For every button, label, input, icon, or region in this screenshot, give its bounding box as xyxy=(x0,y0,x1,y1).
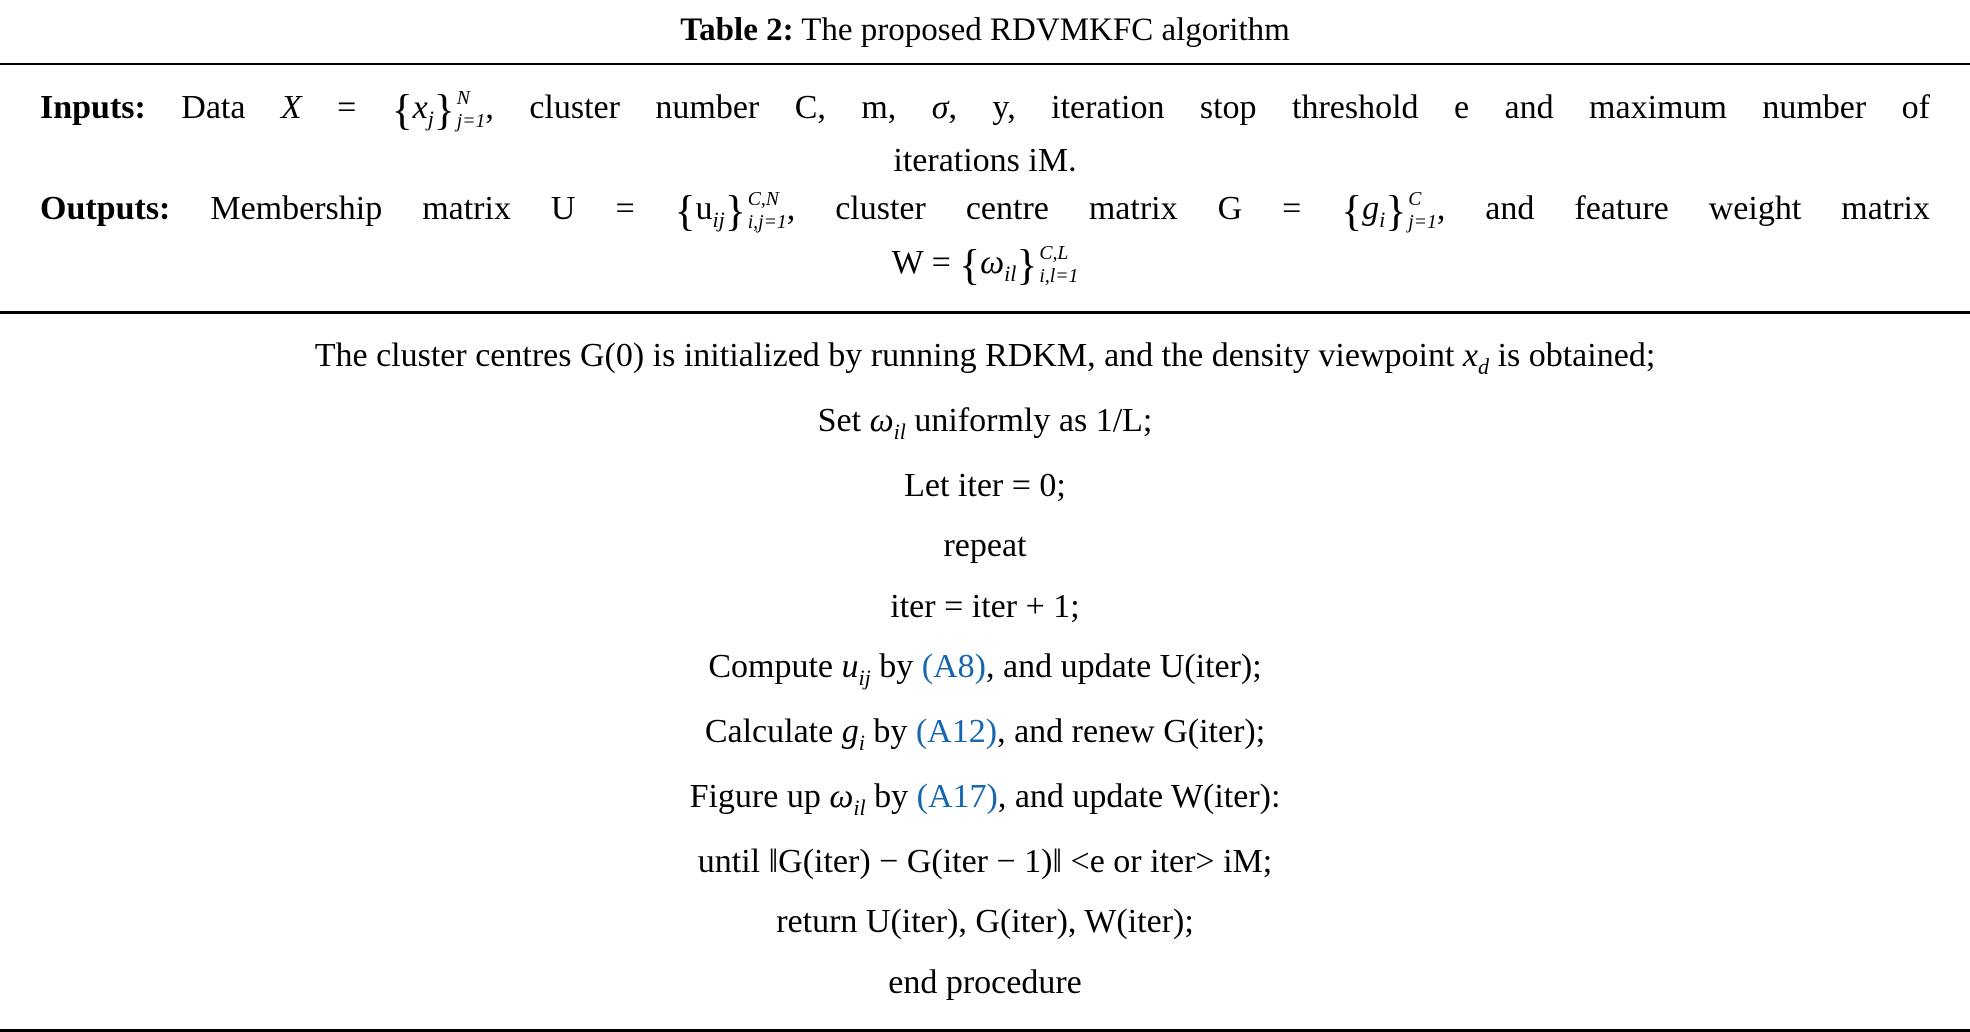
left-brace: { xyxy=(1341,186,1363,235)
left-brace: { xyxy=(959,241,981,290)
algo-line-return: return U(iter), G(iter), W(iter); xyxy=(776,903,1194,941)
math-var: g xyxy=(841,712,859,750)
text-run: , and update W(iter): xyxy=(997,778,1281,815)
algo-line-repeat: repeat xyxy=(943,527,1027,565)
right-brace: } xyxy=(1385,186,1407,235)
subscript: i,j=1 xyxy=(747,210,787,233)
math-var-X: X xyxy=(280,89,302,127)
text-run: , and update U(iter); xyxy=(985,647,1262,685)
text-run: Membership matrix U = xyxy=(170,189,675,227)
subscript: i,l=1 xyxy=(1039,265,1079,288)
superscript: N xyxy=(456,87,470,109)
text-run: is obtained; xyxy=(1489,336,1656,374)
text-run: Data xyxy=(145,89,281,127)
math-var-subscript: d xyxy=(1478,353,1490,379)
table-caption: Table 2: The proposed RDVMKFC algorithm xyxy=(0,0,1970,63)
right-brace: } xyxy=(1016,241,1038,290)
subscript: j=1 xyxy=(1408,210,1437,233)
text-run: The cluster centres G(0) is initialized … xyxy=(314,336,1463,374)
math-base-subscript: ij xyxy=(712,206,725,232)
algo-line-init: The cluster centres G(0) is initialized … xyxy=(40,337,1930,380)
table-caption-label: Table 2: xyxy=(680,12,794,48)
text-run: , and renew G(iter); xyxy=(997,712,1266,750)
superscript: C,N xyxy=(747,187,779,210)
subscript: j=1 xyxy=(456,110,486,133)
text-run: , y, iteration stop threshold e and maxi… xyxy=(948,89,1930,127)
text-run: W = xyxy=(891,244,960,282)
top-rule xyxy=(0,63,1970,65)
left-brace: { xyxy=(674,186,696,235)
equation-ref-link-A8[interactable]: (A8) xyxy=(921,647,986,685)
algo-line-let-iter: Let iter = 0; xyxy=(904,466,1066,504)
equation-ref-link-A17[interactable]: (A17) xyxy=(916,778,998,815)
middle-rule xyxy=(0,310,1970,314)
algo-line-until-condition: until ‖G(iter) − G(iter − 1)‖ <e or iter… xyxy=(697,843,1273,881)
math-base-subscript: j xyxy=(427,105,434,131)
text-run: by xyxy=(865,778,917,815)
text-run: , and feature weight matrix xyxy=(1436,189,1931,227)
math-var-subscript: il xyxy=(853,794,866,820)
text-run: uniformly as 1/L; xyxy=(905,401,1153,439)
math-base: g xyxy=(1362,189,1380,227)
text-run: Set xyxy=(817,401,870,439)
algorithm-body: The cluster centres G(0) is initialized … xyxy=(0,314,1970,1029)
text-run: Calculate xyxy=(704,712,842,750)
right-brace: } xyxy=(433,86,455,135)
right-brace: } xyxy=(724,186,746,235)
math-var: u xyxy=(841,647,859,685)
math-base: ω xyxy=(980,244,1005,282)
math-base-subscript: i xyxy=(1379,206,1386,232)
math-var-subscript: i xyxy=(858,729,865,755)
algo-line-end-procedure: end procedure xyxy=(888,963,1082,1001)
outputs-label: Outputs: xyxy=(40,189,171,227)
inputs-line-2: iterations iM. xyxy=(893,141,1077,179)
text-run: , cluster centre matrix G = xyxy=(786,189,1342,227)
math-base: u xyxy=(695,189,713,227)
math-var: ω xyxy=(869,401,894,439)
text-run: Compute xyxy=(708,647,842,685)
superscript: C,L xyxy=(1039,242,1069,265)
math-var: x xyxy=(1462,336,1479,374)
algo-line-iter-increment: iter = iter + 1; xyxy=(890,587,1080,625)
inputs-label: Inputs: xyxy=(40,89,146,127)
text-run: , cluster number C, m, xyxy=(485,89,932,127)
algo-line-set-weights: Set ωil uniformly as 1/L; xyxy=(40,402,1930,445)
math-base: x xyxy=(412,89,428,127)
table-caption-text: The proposed RDVMKFC algorithm xyxy=(793,12,1290,48)
text-run: Figure up xyxy=(689,778,830,815)
math-base-subscript: il xyxy=(1004,260,1017,286)
math-var-sigma: σ xyxy=(931,89,949,127)
equation-ref-link-A12[interactable]: (A12) xyxy=(915,712,998,750)
text-run: = xyxy=(301,89,392,127)
text-run: by xyxy=(864,712,916,750)
bottom-rule xyxy=(0,1029,1970,1032)
left-brace: { xyxy=(391,86,413,135)
algo-line-calculate-g: Calculate gi by (A12), and renew G(iter)… xyxy=(40,713,1930,756)
math-var-subscript: il xyxy=(893,418,906,444)
algo-line-compute-u: Compute uij by (A8), and update U(iter); xyxy=(40,648,1930,691)
algo-line-figure-up-w: Figure up ωil by (A17), and update W(ite… xyxy=(40,778,1930,821)
math-var: ω xyxy=(829,778,854,815)
math-var-subscript: ij xyxy=(858,664,871,690)
text-run: by xyxy=(870,647,922,685)
superscript: C xyxy=(1408,187,1422,210)
